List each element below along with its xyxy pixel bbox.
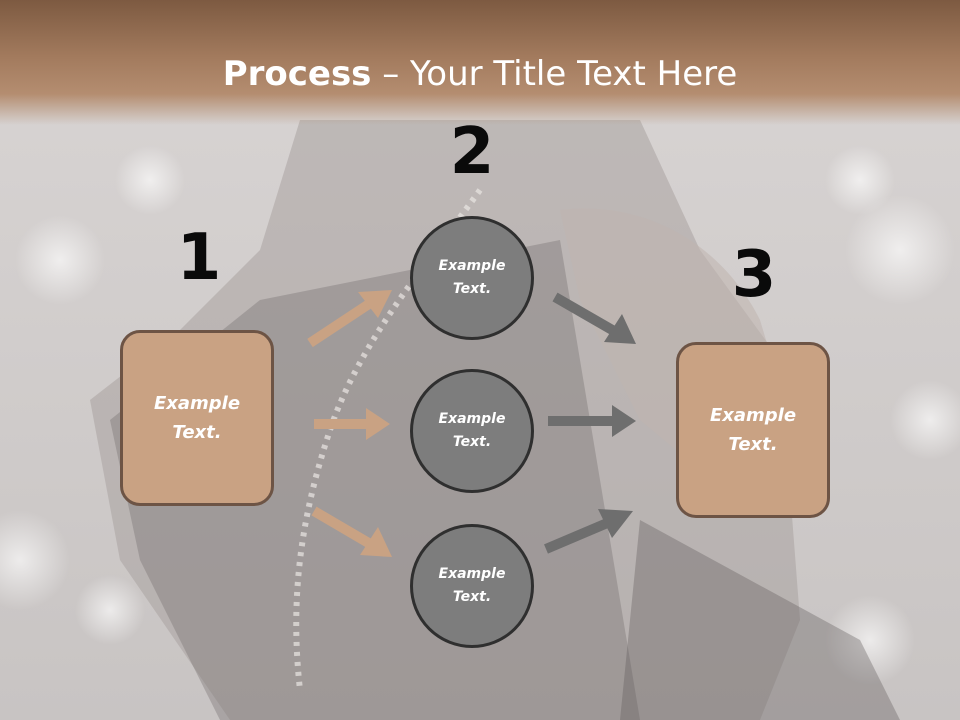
circle-bottom-label: Example Text. — [438, 566, 506, 605]
step-number-3: 3 — [731, 238, 777, 312]
circle-top-label: Example Text. — [438, 258, 506, 297]
step-number-1: 1 — [176, 221, 222, 295]
step-number-2: 2 — [449, 115, 495, 189]
circle-node-middle: Example Text. — [410, 369, 534, 493]
arrow-bottom-to-right — [544, 509, 633, 554]
slide-title: Process – Your Title Text Here — [0, 52, 960, 96]
arrow-left-to-top — [307, 290, 392, 348]
arrow-top-to-right — [552, 292, 636, 344]
arrow-left-to-middle — [314, 408, 390, 440]
right-box-label: Example Text. — [709, 405, 797, 455]
title-rest: – Your Title Text Here — [371, 54, 738, 94]
left-box-label: Example Text. — [153, 393, 241, 443]
circle-middle-label: Example Text. — [438, 411, 506, 450]
left-text-box: Example Text. — [120, 330, 274, 506]
arrow-middle-to-right — [548, 405, 636, 437]
title-bold: Process — [222, 54, 372, 94]
title-bar — [0, 0, 960, 125]
arrow-left-to-bottom — [311, 506, 392, 557]
circle-node-bottom: Example Text. — [410, 524, 534, 648]
circle-node-top: Example Text. — [410, 216, 534, 340]
right-text-box: Example Text. — [676, 342, 830, 518]
